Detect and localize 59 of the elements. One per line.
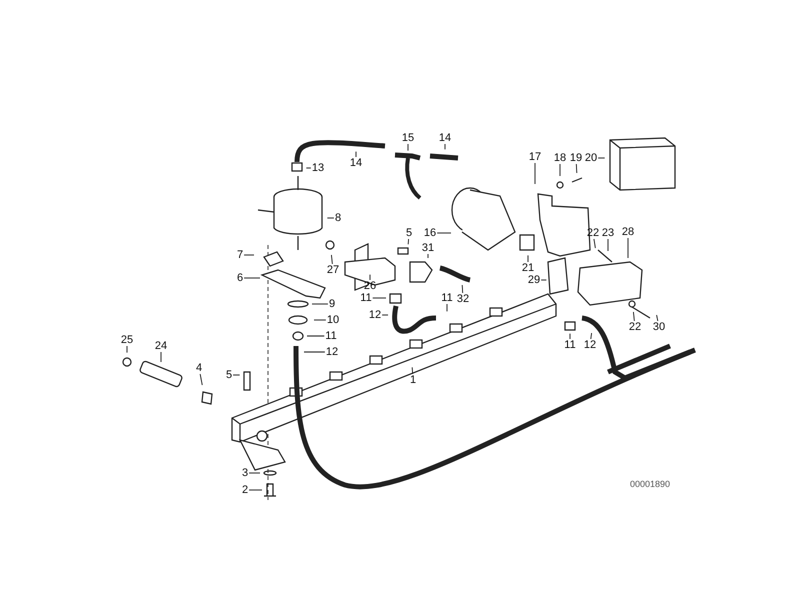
callout-number: 31: [420, 242, 436, 254]
callout-number: 15: [400, 132, 416, 144]
callout-number: 28: [620, 226, 636, 238]
callout-number: 5: [224, 369, 234, 381]
leader-line: [576, 164, 578, 174]
callout-number: 10: [326, 314, 340, 326]
callout-number: 11: [324, 330, 338, 342]
callout-number: 3: [240, 467, 250, 479]
callout-number: 19: [568, 152, 584, 164]
leader-line: [330, 254, 333, 264]
callout-number: 27: [326, 264, 340, 276]
callout-number: 12: [324, 346, 340, 358]
callout-number: 16: [422, 227, 438, 239]
leader-line: [160, 352, 162, 362]
callout-number: 12: [582, 339, 598, 351]
leader-line: [534, 162, 536, 184]
leader-line: [126, 346, 128, 354]
callout-number: 23: [600, 227, 616, 239]
callout-number: 8: [334, 212, 342, 224]
callout-number: 20: [584, 152, 598, 164]
leader-line: [244, 254, 254, 256]
callout-number: 29: [526, 274, 542, 286]
leader-line: [656, 314, 658, 322]
callout-number: 11: [563, 339, 577, 351]
callout-number: 14: [348, 157, 364, 169]
leader-line: [408, 238, 410, 245]
callout-number: 17: [528, 151, 542, 163]
callout-number: 22: [628, 321, 642, 333]
callout-number: 12: [368, 309, 382, 321]
callout-number: 1: [408, 374, 418, 386]
callout-number: 4: [194, 362, 204, 374]
callout-number: 14: [438, 132, 452, 144]
callout-number: 11: [359, 292, 373, 304]
callout-number: 24: [154, 340, 168, 352]
callout-number: 13: [310, 162, 326, 174]
leader-line: [590, 332, 592, 340]
callout-number: 9: [328, 298, 336, 310]
callout-number: 6: [236, 272, 244, 284]
leader-line: [248, 472, 260, 474]
callout-number: 7: [236, 249, 244, 261]
callout-number: 32: [456, 293, 470, 305]
callout-number: 21: [520, 262, 536, 274]
callout-number: 25: [120, 334, 134, 346]
leader-line: [462, 284, 464, 294]
leader-line: [446, 304, 448, 312]
leader-line: [412, 366, 414, 374]
leader-line: [594, 238, 596, 248]
callout-number: 30: [652, 321, 666, 333]
callout-number: 18: [552, 152, 568, 164]
leader-line: [444, 144, 446, 150]
callout-number: 11: [440, 292, 454, 304]
leader-line: [436, 232, 452, 234]
callout-number: 5: [404, 227, 414, 239]
leader-line: [382, 314, 388, 316]
leader-line: [200, 374, 203, 386]
leader-line: [232, 374, 240, 376]
callout-number: 2: [240, 484, 250, 496]
drawing-number: 00001890: [630, 479, 670, 489]
leader-line: [632, 312, 635, 322]
